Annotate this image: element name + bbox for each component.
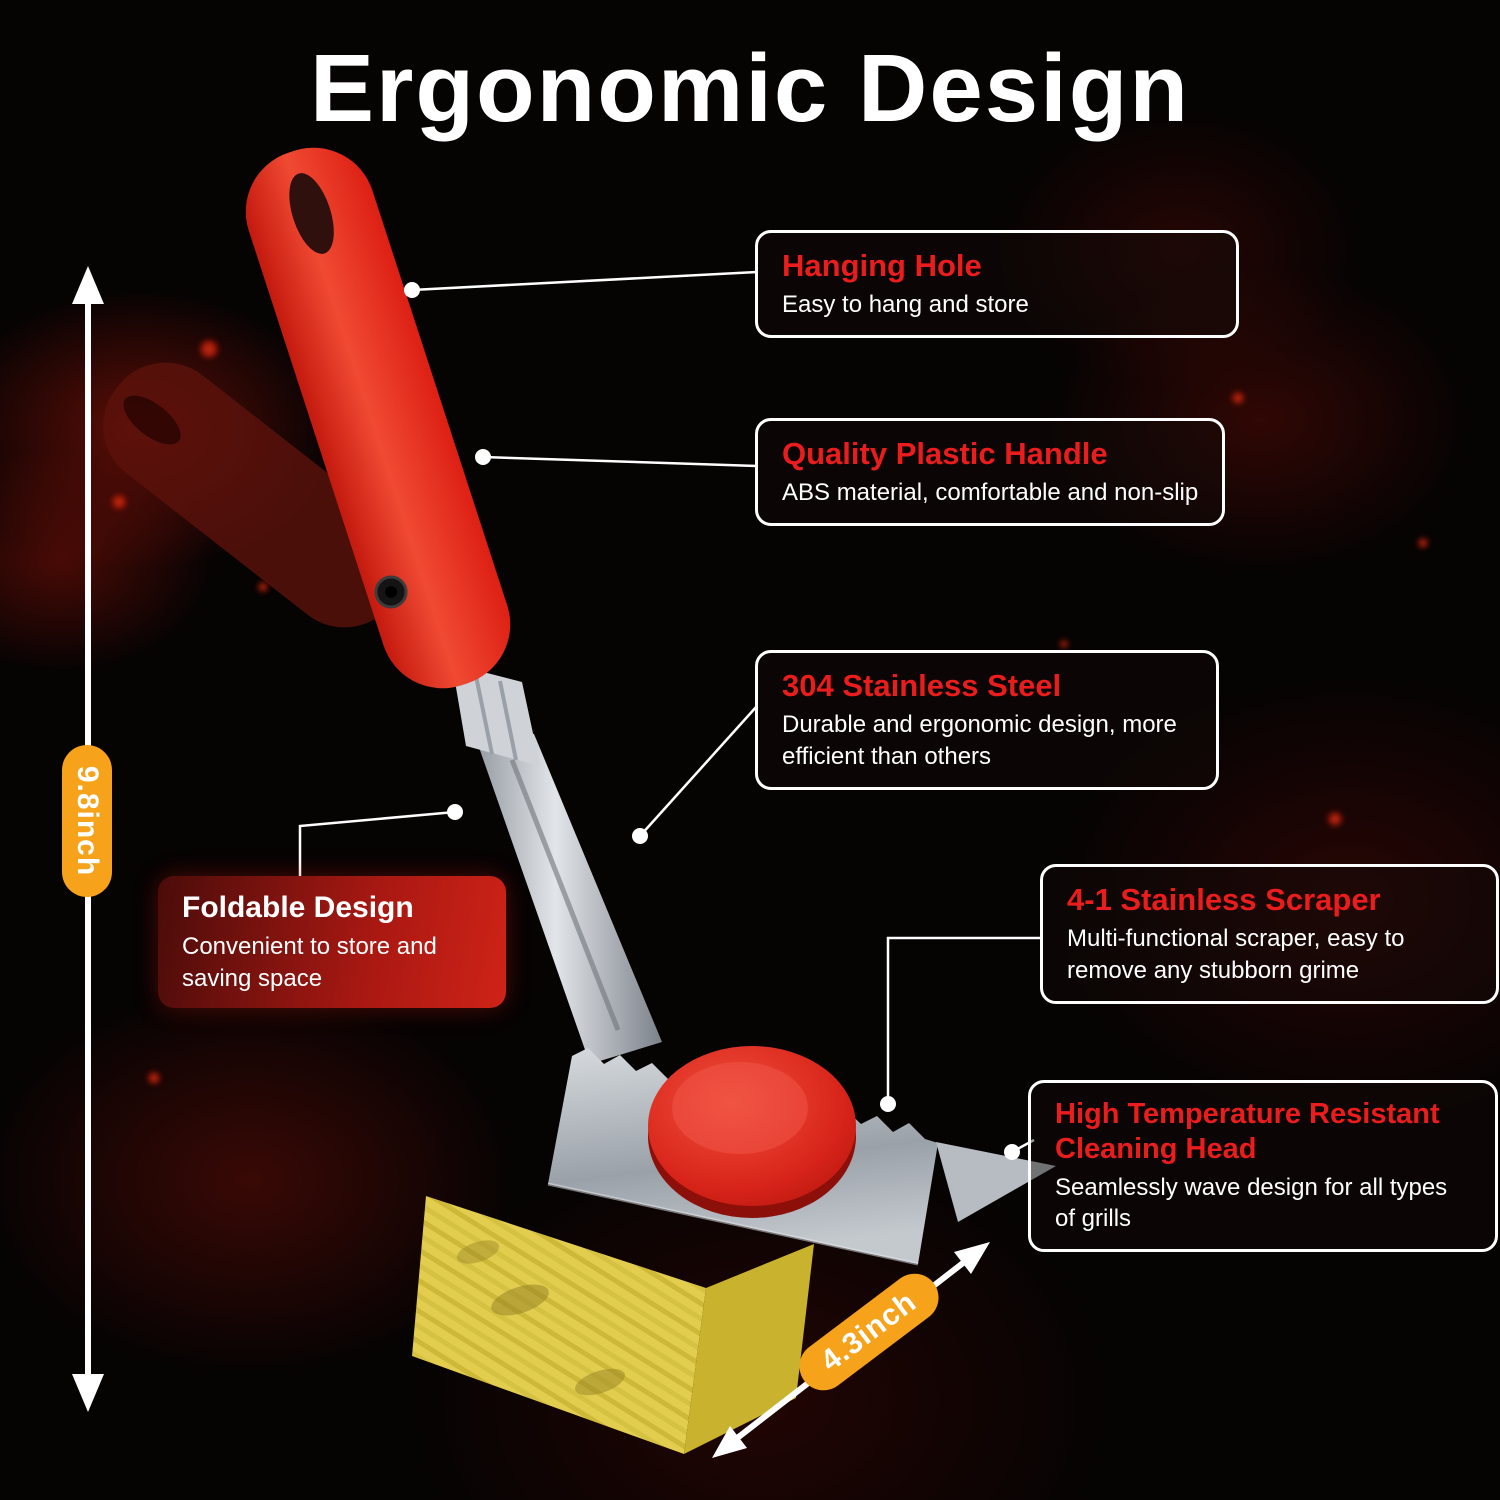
glow-particle [1060,640,1068,648]
callout-title: Foldable Design [182,891,414,924]
glow-particle [200,340,218,358]
callout-body: ABS material, comfortable and non-slip [782,479,1199,507]
callout-body: Seamlessly wave design for all types of … [1055,1173,1448,1233]
hinge-screw-center [385,586,397,598]
leader-plastic-handle [482,455,758,468]
yellow-cleaning-head [412,1196,814,1454]
height-dimension-label: 9.8inch [71,765,104,877]
callout-body: Easy to hang and store [782,291,1029,319]
leader-scraper [886,936,1042,1104]
folded-ghost-handle [103,362,407,628]
callout-body: Durable and ergonomic design, more effic… [782,711,1177,770]
leader-dots [404,282,1020,1160]
height-dimension-badge: 9.8inch [62,745,112,897]
red-knob [648,1046,856,1218]
page-title: Ergonomic Design [309,35,1191,142]
plate-bottom-edge [547,1182,919,1266]
callout-stainless-scraper: 4-1 Stainless Scraper Multi-functional s… [1040,864,1499,1004]
callout-title: Hanging Hole [782,248,982,283]
leader-lines [298,270,1042,1154]
leader-stainless-steel [639,705,758,837]
leader-hanging-hole [411,270,758,292]
glow-particle [1418,538,1428,548]
grime-mark [456,1240,500,1264]
callout-body: Multi-functional scraper, easy to remove… [1067,925,1405,984]
scraper-tab [936,1142,1056,1222]
glow-particle [112,495,126,509]
callout-title: Quality Plastic Handle [782,436,1108,471]
steel-collar [452,664,540,766]
grime-mark [491,1284,549,1316]
grime-mark [575,1368,625,1396]
callout-cleaning-head: High Temperature Resistant Cleaning Head… [1028,1080,1498,1252]
leader-foldable [298,810,456,878]
callout-hanging-hole: Hanging Hole Easy to hang and store [755,230,1239,338]
collar-ridge [474,675,494,755]
glow-particle [1328,812,1342,826]
hanging-hole [289,173,334,254]
glow-particle [258,582,268,592]
shaft-groove [509,759,621,1031]
callout-title: High Temperature Resistant Cleaning Head [1055,1098,1440,1165]
callout-stainless-steel: 304 Stainless Steel Durable and ergonomi… [755,650,1219,790]
glow-particle [1232,392,1244,404]
callout-plastic-handle: Quality Plastic Handle ABS material, com… [755,418,1226,526]
glow-particle [148,1072,160,1084]
callout-body: Convenient to store and saving space [182,933,437,992]
callout-title: 4-1 Stainless Scraper [1067,882,1381,917]
red-plastic-handle [245,147,511,689]
collar-ridge [498,680,518,761]
callout-foldable-design: Foldable Design Convenient to store and … [158,876,506,1009]
callout-title: 304 Stainless Steel [782,668,1062,703]
